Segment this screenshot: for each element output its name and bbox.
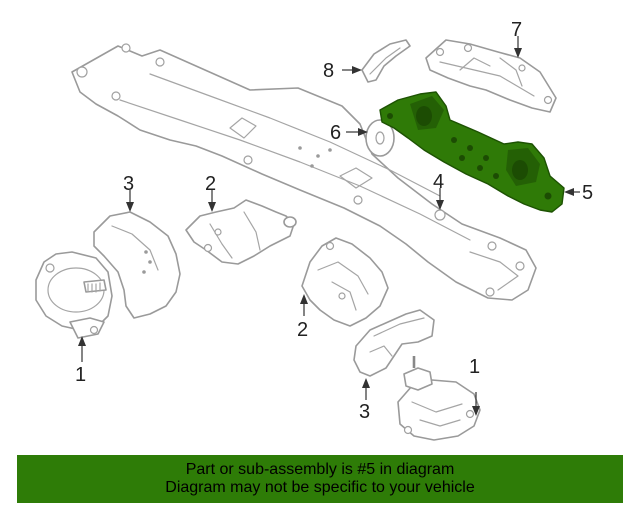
part-7-bracket[interactable] [425, 39, 557, 113]
callout-2-lower: 2 [297, 319, 308, 341]
part-2-bracket-lower[interactable] [301, 237, 389, 327]
callout-8: 8 [323, 60, 334, 82]
callout-3-upper: 3 [123, 173, 134, 195]
diagram-notice-banner: Part or sub-assembly is #5 in diagram Di… [17, 455, 623, 503]
callout-3-lower: 3 [359, 401, 370, 423]
callout-leaders [78, 36, 580, 416]
part-5-transmission-mount[interactable] [379, 91, 565, 213]
part-1-engine-mount-right[interactable] [397, 356, 481, 441]
callout-1-left: 1 [75, 364, 86, 386]
callout-6: 6 [330, 122, 341, 144]
banner-line-1: Part or sub-assembly is #5 in diagram [185, 461, 455, 478]
part-1-engine-mount-left[interactable] [35, 251, 113, 339]
callout-5: 5 [582, 182, 593, 204]
part-3-shield-upper[interactable] [93, 211, 181, 319]
callout-7: 7 [511, 19, 522, 41]
callout-2-upper: 2 [205, 173, 216, 195]
parts-diagram: 1 1 2 2 3 3 4 5 6 7 8 [35, 19, 593, 441]
callout-1-right: 1 [469, 356, 480, 378]
part-8-plate[interactable] [361, 39, 411, 83]
banner-line-2: Diagram may not be specific to your vehi… [165, 479, 475, 496]
part-4-crossmember[interactable] [71, 43, 537, 301]
callout-4: 4 [433, 171, 444, 193]
part-3-shield-lower[interactable] [353, 309, 435, 377]
part-2-bracket-upper[interactable] [185, 199, 297, 265]
part-6-washer[interactable] [365, 119, 395, 157]
